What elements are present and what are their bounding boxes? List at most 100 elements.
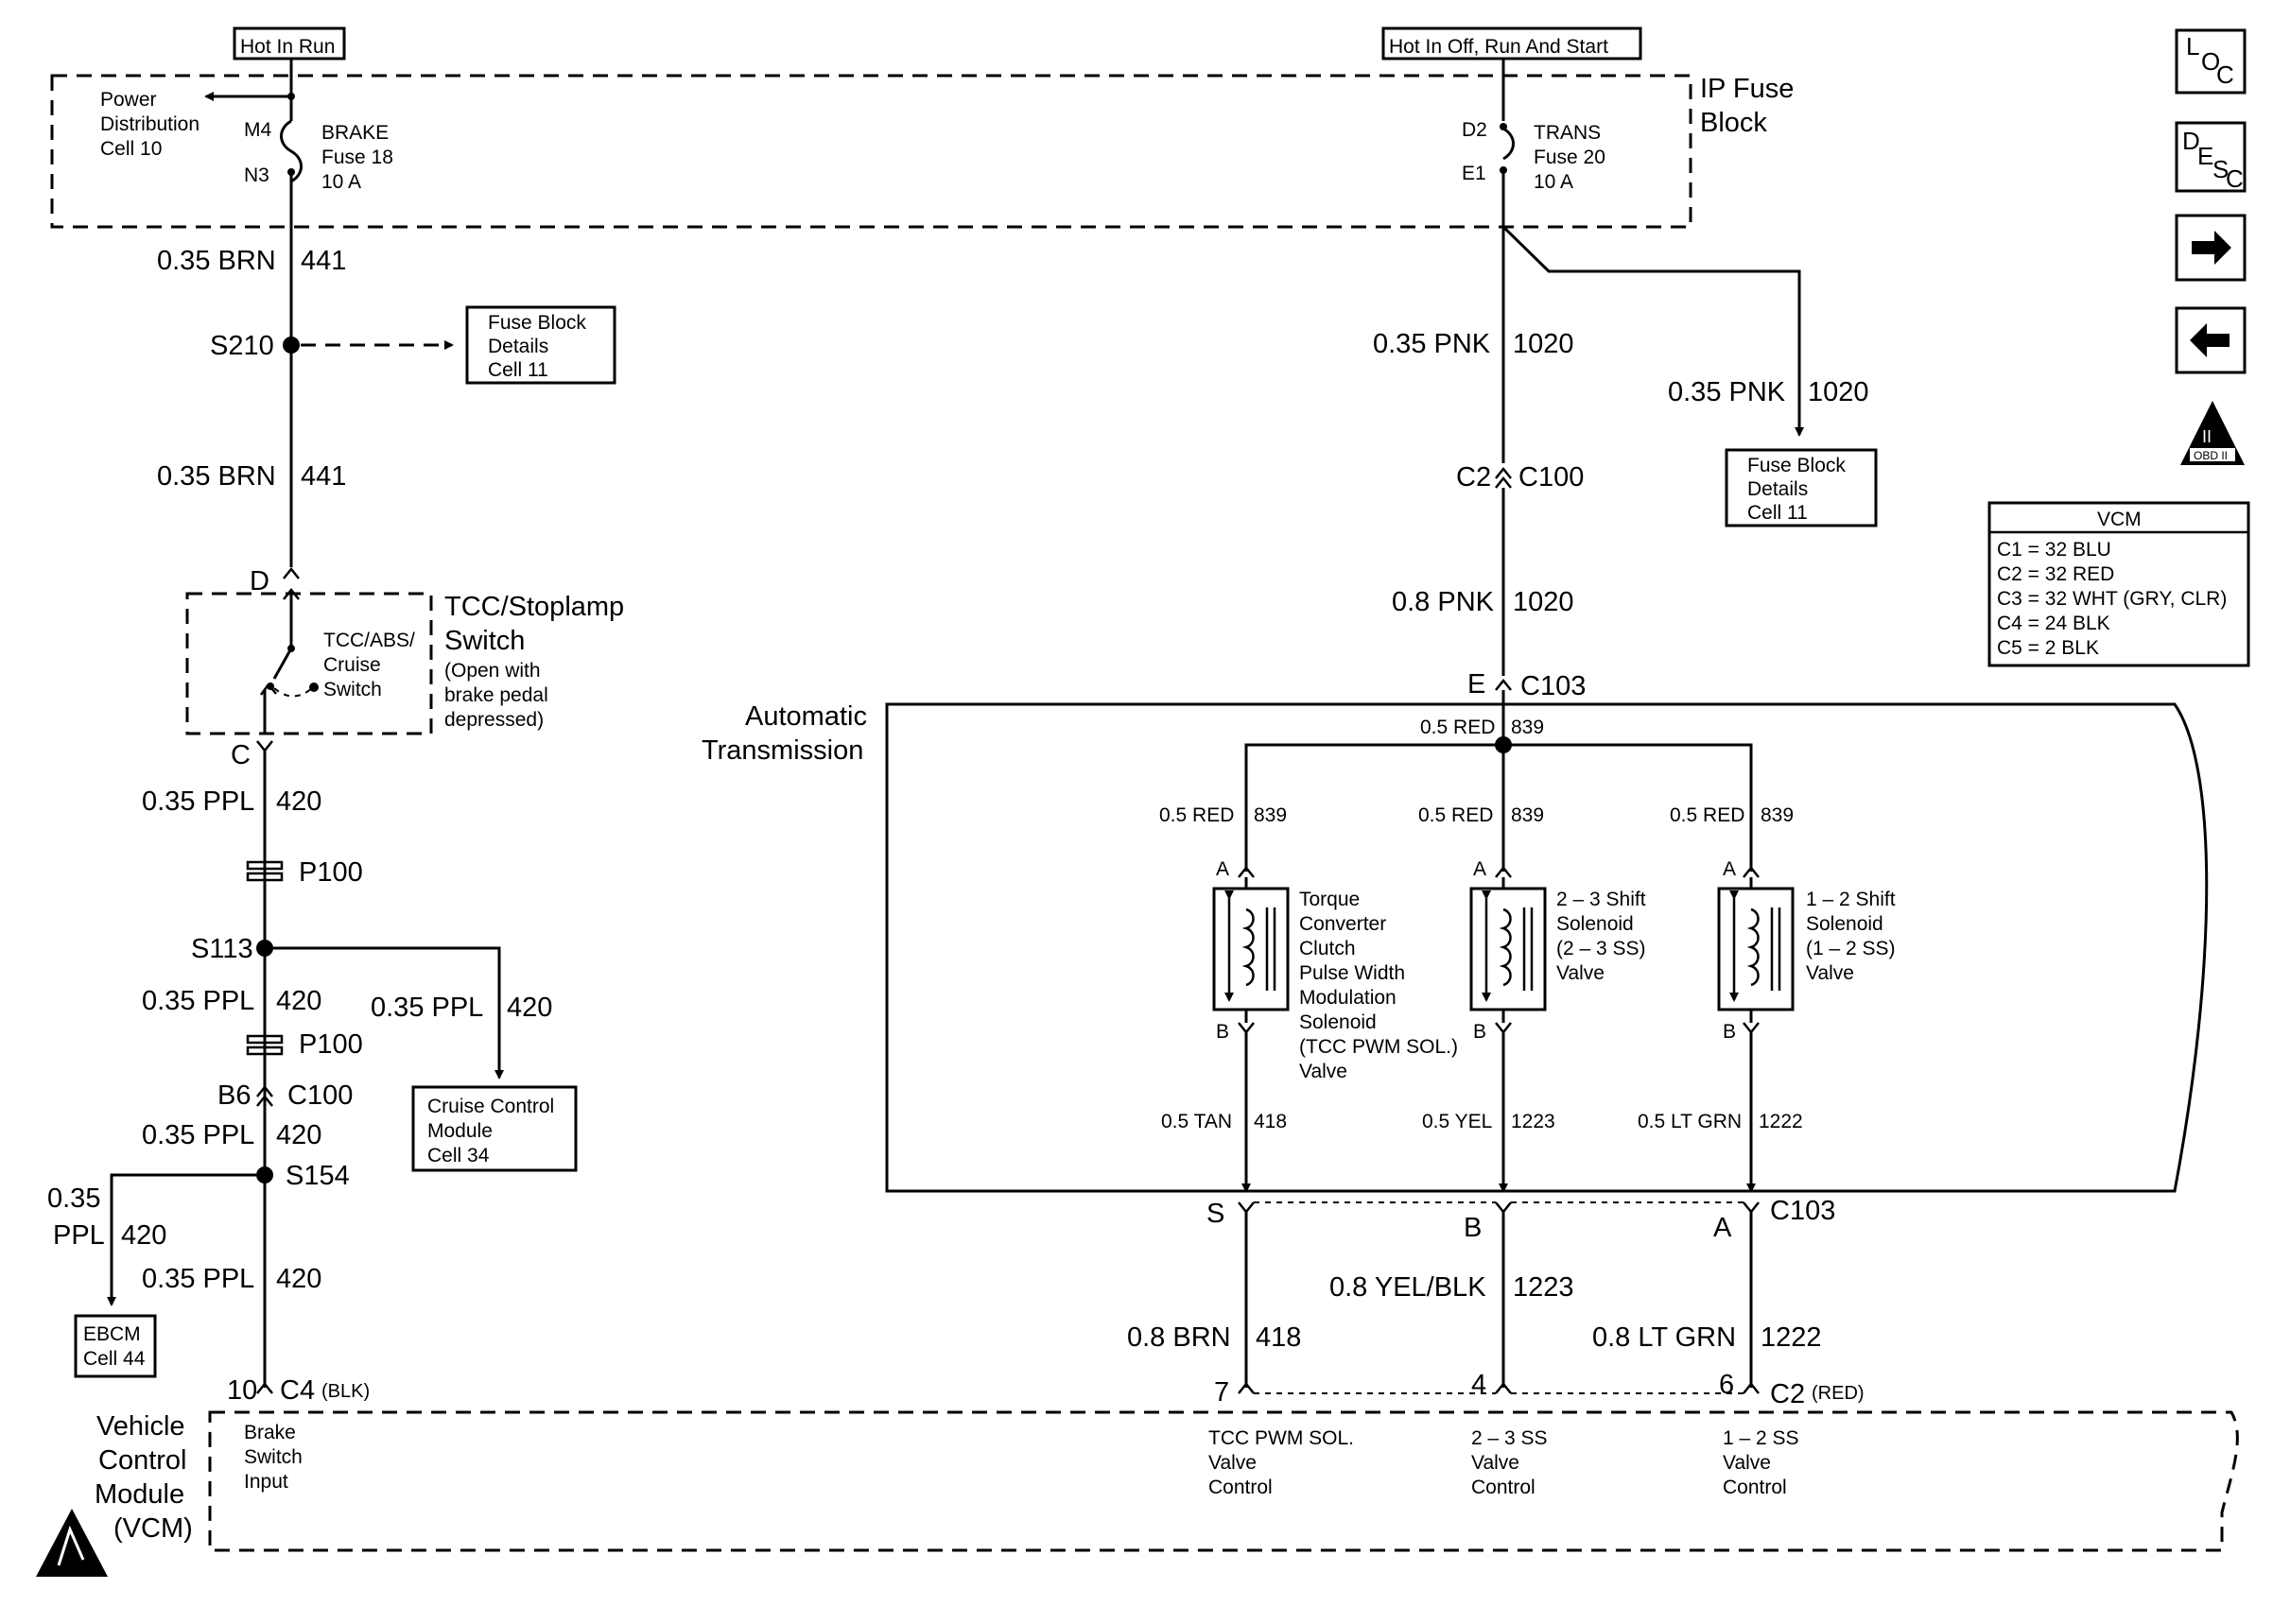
obd-ii-button[interactable]: II OBD II xyxy=(2180,401,2245,465)
pin-s: S xyxy=(1206,1199,1224,1229)
cruise-switch-label-2: Cruise xyxy=(323,654,381,676)
wire-420-circuit-f: 420 xyxy=(276,1264,321,1294)
tcc-sol-label-5: Modulation xyxy=(1299,987,1397,1009)
arrow-left-icon xyxy=(2190,323,2230,357)
tcc-switch-note-3: depressed) xyxy=(444,709,544,731)
tcc-sol-label-2: Converter xyxy=(1299,913,1386,935)
splice-s210-label: S210 xyxy=(210,331,274,361)
wire-420-to-cruise xyxy=(273,946,504,1080)
loc-button[interactable]: L O C xyxy=(2175,28,2247,95)
esd-warning-icon xyxy=(36,1509,108,1577)
fbd2-label-3: Cell 11 xyxy=(1747,502,1808,524)
wire-1222-circuit-a: 1222 xyxy=(1759,1111,1803,1132)
wire-420-circuit-e: 420 xyxy=(121,1220,166,1251)
connector-c4-pin10 xyxy=(256,1381,273,1394)
power-dist-label-2: Distribution xyxy=(100,113,200,135)
vcm-title-2: Control xyxy=(98,1445,187,1476)
connector-c103-a xyxy=(1743,1201,1760,1215)
desc-button[interactable]: D E S C xyxy=(2175,121,2247,193)
pin-a-tcc: A xyxy=(1216,858,1229,880)
tcc-stoplamp-switch-outline xyxy=(185,592,433,735)
wire-1222-color-a: 0.5 LT GRN xyxy=(1638,1111,1742,1132)
splice-s113-label: S113 xyxy=(191,934,253,964)
wire-1223-color-a: 0.5 YEL xyxy=(1422,1111,1492,1132)
ss23-label-4: Valve xyxy=(1556,962,1605,984)
ebcm-label-2: Cell 44 xyxy=(83,1348,146,1370)
connector-d-symbol xyxy=(283,566,300,579)
ss12-label-3: (1 – 2 SS) xyxy=(1806,938,1896,959)
wire-839-bus xyxy=(1244,743,1753,872)
fuse-block-details-box-2[interactable] xyxy=(1725,448,1878,527)
pin-m4: M4 xyxy=(244,119,271,141)
tcc-pwm-solenoid xyxy=(1212,877,1290,1023)
pin-b-c103: B xyxy=(1464,1213,1482,1243)
p100-label-b: P100 xyxy=(299,1029,363,1060)
next-page-button[interactable] xyxy=(2175,214,2247,282)
pin-7: 7 xyxy=(1214,1377,1229,1408)
vcm-legend-c3: C3 = 32 WHT (GRY, CLR) xyxy=(1997,588,2227,610)
wire-839-circuit-top: 839 xyxy=(1511,717,1544,738)
desc-letter-d: D xyxy=(2182,127,2200,155)
arrow-right-icon xyxy=(2192,231,2231,265)
ss12-label-4: Valve xyxy=(1806,962,1854,984)
ss12-label-2: Solenoid xyxy=(1806,913,1883,935)
wire-441-circuit-b: 441 xyxy=(301,461,346,492)
pin-e1: E1 xyxy=(1462,163,1486,184)
wire-420-color-a: 0.35 PPL xyxy=(142,786,254,817)
fbd1-label-2: Details xyxy=(488,336,548,357)
pin-b-23ss: B xyxy=(1473,1021,1486,1043)
connector-c103-s xyxy=(1238,1201,1255,1215)
vcm-outline xyxy=(208,1410,2239,1552)
wire-1222-circuit-b: 1222 xyxy=(1761,1322,1822,1353)
tcc-switch-note-1: (Open with xyxy=(444,660,541,682)
connector-c103-b xyxy=(1495,1201,1512,1215)
pin-a-12ss: A xyxy=(1723,858,1736,880)
connector-c100-c2 xyxy=(1495,466,1512,479)
vcm-title-4: (VCM) xyxy=(113,1513,193,1544)
cruise-switch-label-1: TCC/ABS/ xyxy=(323,630,415,651)
ip-fuse-block-title-1: IP Fuse xyxy=(1700,74,1794,104)
vcm-legend-c1: C1 = 32 BLU xyxy=(1997,539,2111,561)
desc-letter-c: C xyxy=(2226,164,2244,193)
cruise-control-module-box[interactable] xyxy=(411,1085,578,1172)
p100-label-a: P100 xyxy=(299,857,363,888)
wire-839-circuit-left: 839 xyxy=(1254,804,1287,826)
tcc-sol-label-6: Solenoid xyxy=(1299,1011,1377,1033)
splice-s210 xyxy=(283,337,300,354)
power-dist-label-3: Cell 10 xyxy=(100,138,162,160)
connector-c103-e xyxy=(1495,678,1512,691)
desc-letter-s: S xyxy=(2212,155,2229,183)
wire-1223-circuit-a: 1223 xyxy=(1511,1111,1555,1132)
cruise-module-label-3: Cell 34 xyxy=(427,1145,490,1166)
brake-input-label-1: Brake xyxy=(244,1422,296,1443)
obd-text: OBD II xyxy=(2194,449,2228,462)
vcm-legend-title: VCM xyxy=(2097,509,2142,530)
wire-1020-circuit-c: 1020 xyxy=(1513,587,1574,617)
pass-through-p100-b xyxy=(246,1034,284,1045)
wire-418-color-a: 0.5 TAN xyxy=(1161,1111,1232,1132)
pin-b-tcc: B xyxy=(1216,1021,1229,1043)
wire-420-circuit-d: 420 xyxy=(276,1120,321,1150)
tcc-switch-title-1: TCC/Stoplamp xyxy=(444,592,624,622)
connector-c100-a: C100 xyxy=(1518,462,1584,492)
pin-c: C xyxy=(231,740,251,770)
pin-4: 4 xyxy=(1471,1370,1486,1400)
ss12-control-label-3: Control xyxy=(1723,1477,1787,1498)
brake-fuse-symbol xyxy=(280,119,303,183)
ss12-label-1: 1 – 2 Shift xyxy=(1806,889,1896,910)
tcc-control-label-1: TCC PWM SOL. xyxy=(1208,1427,1354,1449)
wire-839-color-right: 0.5 RED xyxy=(1670,804,1744,826)
wire-420-color-e-1: 0.35 xyxy=(47,1183,100,1214)
ip-fuse-block-outline xyxy=(50,74,1692,229)
trans-fuse-label-1: TRANS xyxy=(1534,122,1601,144)
wire-839-color-mid: 0.5 RED xyxy=(1418,804,1493,826)
connector-c2-color: (RED) xyxy=(1812,1383,1865,1404)
fuse-block-details-box-1[interactable] xyxy=(465,305,616,385)
prev-page-button[interactable] xyxy=(2175,306,2247,374)
ebcm-box[interactable] xyxy=(74,1314,157,1378)
pin-10: 10 xyxy=(227,1375,257,1406)
wire-839-circuit-right: 839 xyxy=(1761,804,1794,826)
fbd1-label-1: Fuse Block xyxy=(488,312,586,334)
wire-420-color-e-2: PPL xyxy=(53,1220,105,1251)
wire-1020-color-c: 0.8 PNK xyxy=(1392,587,1495,617)
